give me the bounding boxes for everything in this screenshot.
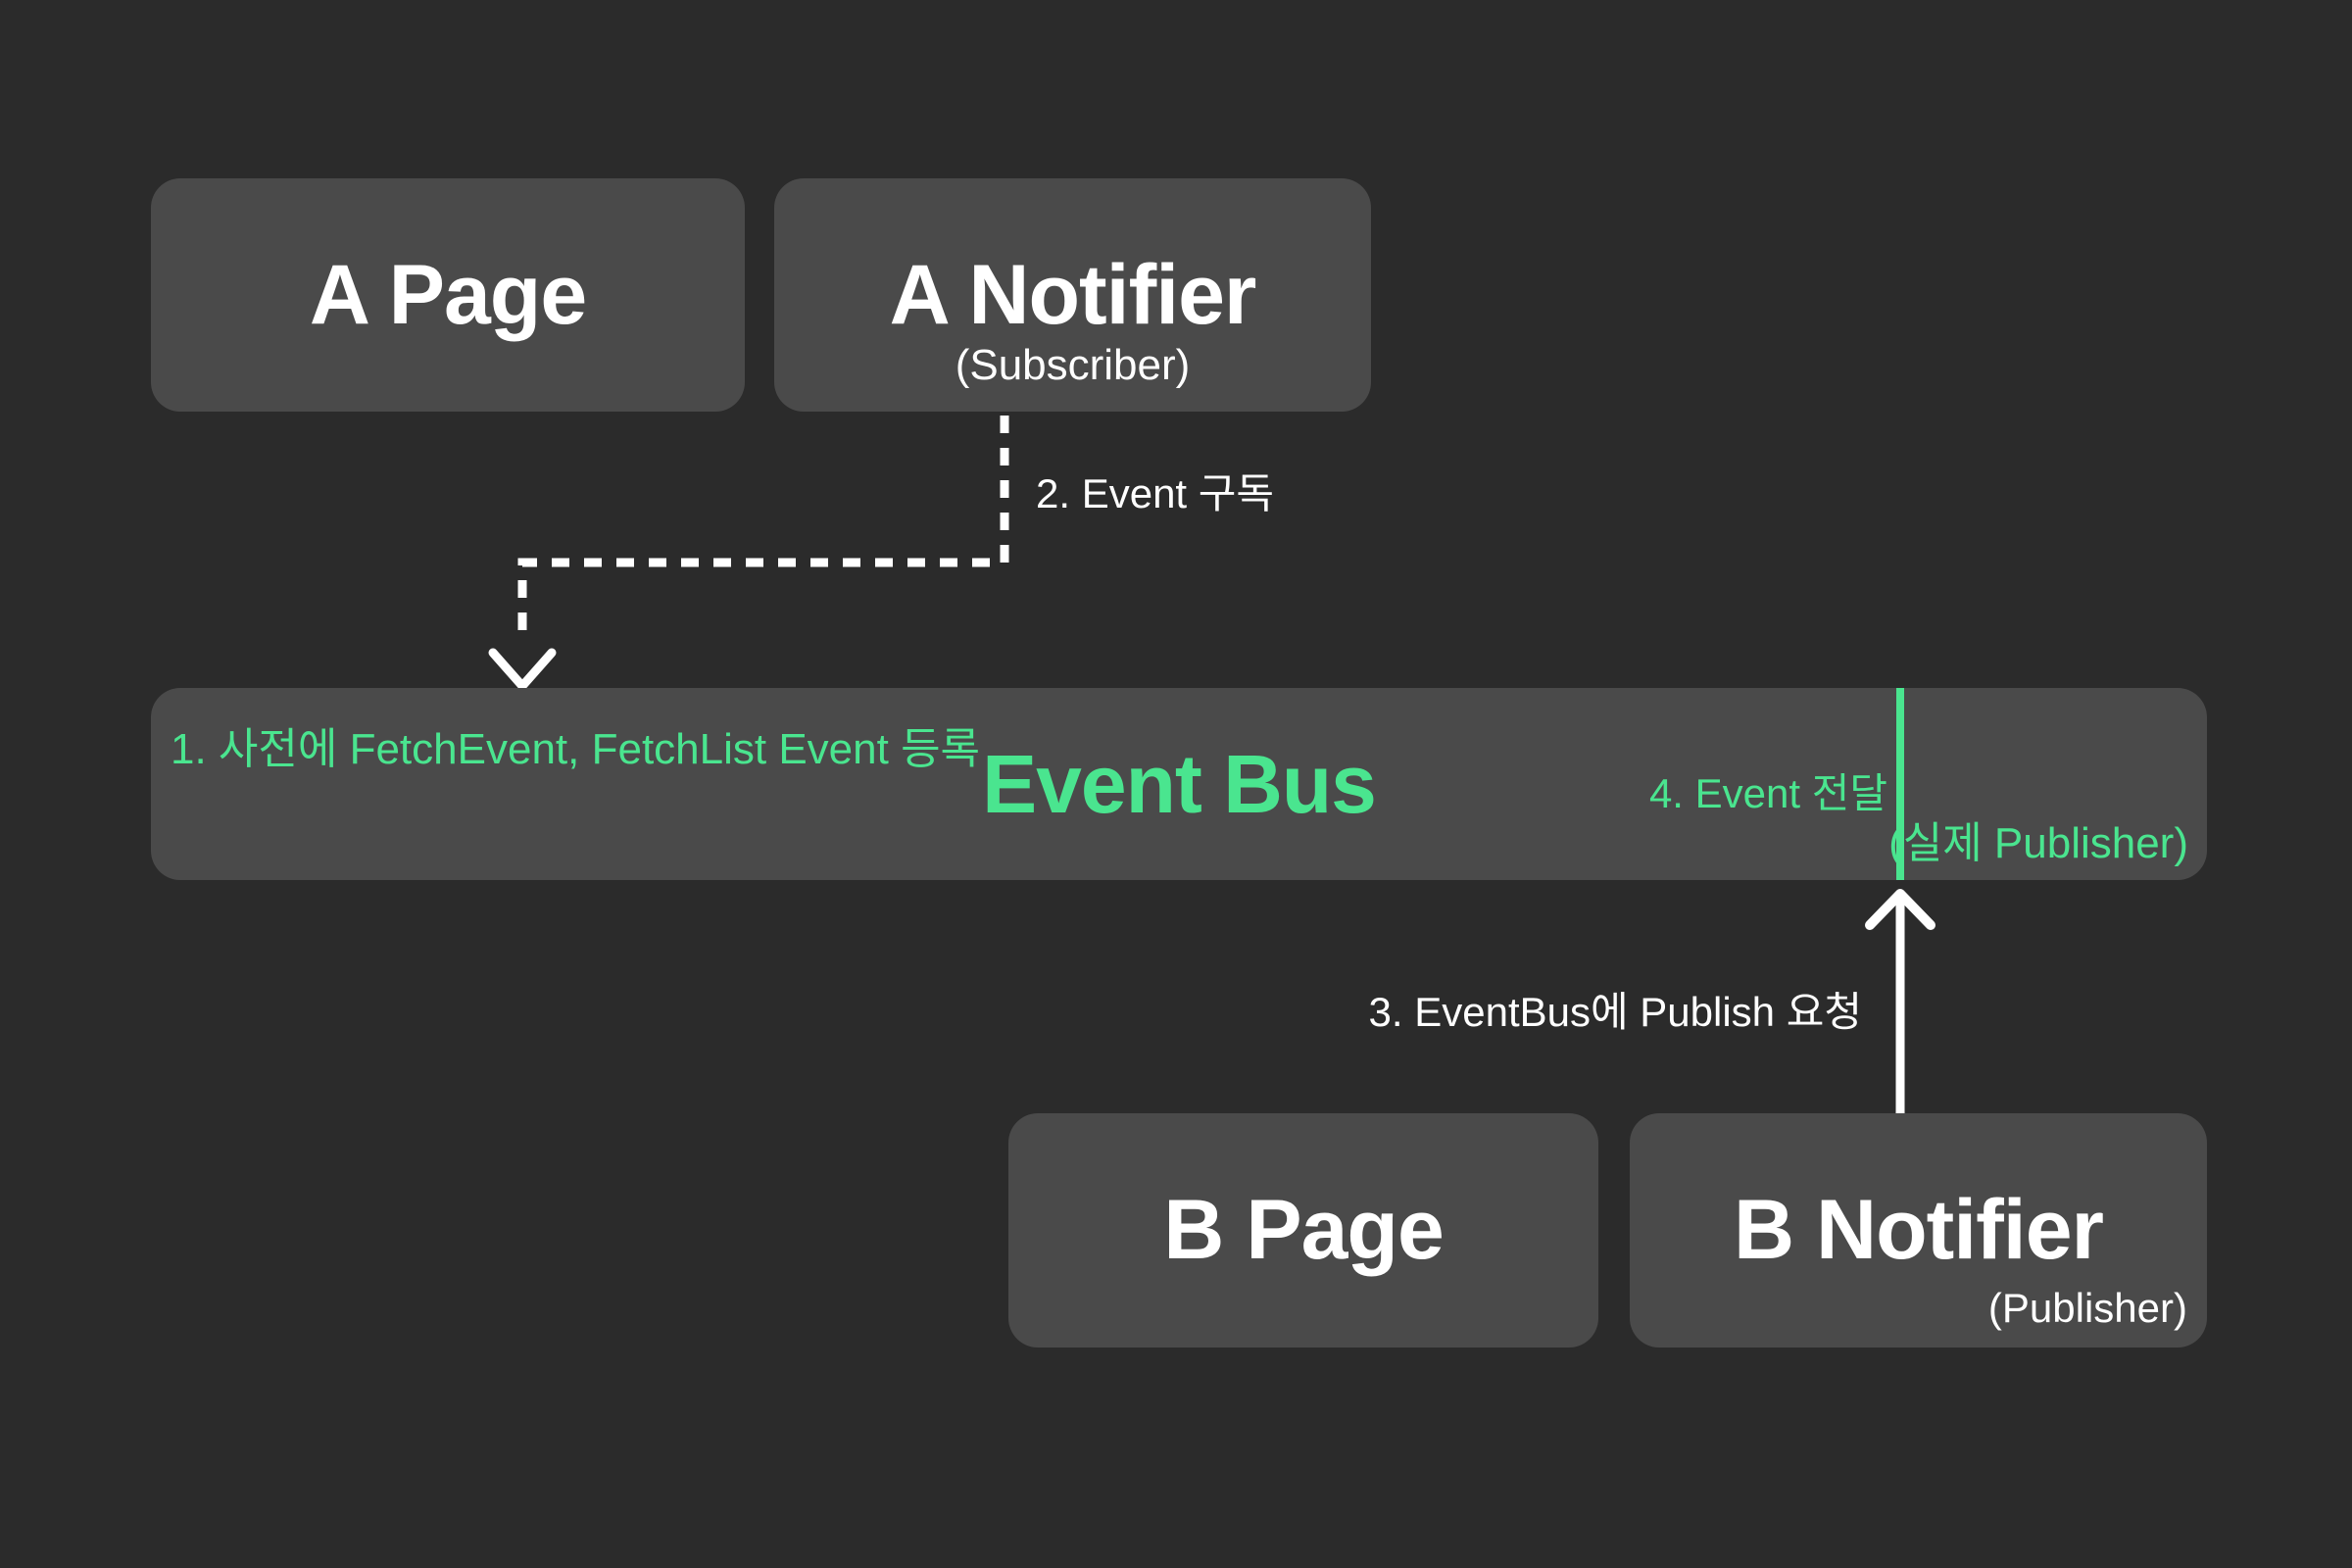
b-page-title: B Page: [1163, 1183, 1445, 1277]
event-bus-title: Event Bus: [982, 737, 1377, 830]
event-bus-register-note: 1. 사전에 FetchEvent, FetchList Event 등록: [171, 725, 981, 773]
a-page-title: A Page: [309, 247, 587, 342]
node-event-bus: 1. 사전에 FetchEvent, FetchList Event 등록 Ev…: [151, 688, 2207, 880]
node-a-notifier: A Notifier (Subscriber): [774, 178, 1371, 412]
b-notifier-title: B Notifier: [1734, 1183, 2104, 1277]
event-bus-actual-publisher-note: (실제 Publisher): [1888, 819, 2188, 867]
up-chevron-arrowhead-icon: [1865, 889, 1936, 930]
node-b-notifier: B Notifier (Publisher): [1630, 1113, 2207, 1348]
node-b-page: B Page: [1008, 1113, 1598, 1348]
event-delivery-divider-line: [1896, 688, 1904, 880]
a-notifier-title: A Notifier: [889, 247, 1257, 342]
subscribe-edge-label: 2. Event 구독: [1036, 470, 1275, 516]
b-notifier-subtitle: (Publisher): [1987, 1285, 2187, 1331]
subscribe-dashed-connector: [517, 416, 1009, 643]
publish-edge-label: 3. EventBus에 Publish 요청: [1368, 989, 1862, 1035]
down-chevron-arrowhead-icon: [488, 648, 557, 691]
event-bus-deliver-note: 4. Event 전달: [1648, 770, 1887, 816]
a-notifier-subtitle: (Subscriber): [955, 341, 1191, 389]
node-a-page: A Page: [151, 178, 745, 412]
